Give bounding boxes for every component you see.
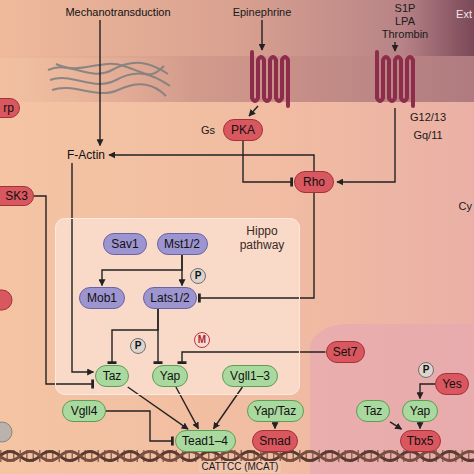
signal-box: SK3 xyxy=(0,186,34,206)
cofactor-box: Yap xyxy=(402,400,438,422)
extracellular-region xyxy=(0,0,474,58)
node-label: M xyxy=(198,335,206,345)
node-label: Tbx5 xyxy=(407,435,434,447)
phospho-circle: P xyxy=(130,338,146,354)
node-label: Mst1/2 xyxy=(164,238,200,250)
node-label: Lats1/2 xyxy=(150,292,189,304)
dna-strand xyxy=(0,452,474,461)
kinase-box: Mob1 xyxy=(79,287,125,309)
node-label: Rho xyxy=(303,176,325,188)
node-label: Mechanotransduction xyxy=(65,7,170,18)
phospho-circle: P xyxy=(190,268,206,284)
kinase-box: Mst1/2 xyxy=(157,233,208,255)
g-protein-label: Gs xyxy=(201,125,215,136)
connector xyxy=(106,411,173,441)
cofactor-box: Vgll4 xyxy=(62,400,106,422)
actin-fibers xyxy=(48,63,170,96)
cofactor-box: Taz xyxy=(95,365,129,387)
node-label: P xyxy=(423,365,430,375)
connector xyxy=(274,422,275,429)
node-label: Taz xyxy=(364,405,383,417)
connector xyxy=(157,309,158,364)
node-label: PKA xyxy=(231,124,255,136)
connector xyxy=(199,193,315,298)
node-label: F-Actin xyxy=(67,149,105,161)
node-label: Vgll1–3 xyxy=(230,370,270,382)
signal-box: PKA xyxy=(223,119,263,141)
node-label: Set7 xyxy=(333,346,358,358)
cofactor-box: Yap/Taz xyxy=(247,400,304,422)
connector xyxy=(243,141,293,182)
component-text: F-Actin xyxy=(65,147,108,163)
ligand-label: LPA xyxy=(395,16,415,27)
cofactor-box: Taz xyxy=(356,400,390,422)
transcription-factor-box: Tbx5 xyxy=(400,430,441,452)
dna-motif-label: CATTCC (MCAT) xyxy=(199,461,282,473)
signal-box: Yes xyxy=(435,373,469,395)
cofactor-box: Yap xyxy=(152,365,188,387)
transcription-factor-box: Tead1–4 xyxy=(175,430,236,452)
methyl-circle: M xyxy=(194,332,210,348)
node-label: Smad xyxy=(259,435,290,447)
node-label: Yap/Taz xyxy=(254,405,296,417)
cofactor-box: Vgll1–3 xyxy=(222,365,278,387)
offpage-box xyxy=(0,290,12,310)
signal-box: Rho xyxy=(294,171,334,193)
node-label: Vgll4 xyxy=(71,405,98,417)
connector xyxy=(112,309,158,364)
connector xyxy=(176,387,198,429)
connector xyxy=(419,422,420,429)
kinase-box: Sav1 xyxy=(103,233,147,255)
receptor-symbol xyxy=(252,52,288,106)
connector xyxy=(182,352,326,364)
node-label: Yap xyxy=(160,370,180,382)
signal-box: Set7 xyxy=(326,341,365,363)
region-label: Ext xyxy=(456,9,472,20)
transcription-factor-box: Smad xyxy=(252,430,298,452)
phospho-circle: P xyxy=(418,362,434,378)
node-label: Tead1–4 xyxy=(182,435,228,447)
node-label: Hippo pathway xyxy=(233,225,291,253)
pathway-region: Hippo pathwaySav1Mst1/2PMob1Lats1/2PMTaz… xyxy=(55,218,300,395)
node-label: P xyxy=(135,341,142,351)
region-label: Cy xyxy=(459,201,472,212)
stimulus-text: Mechanotransduction xyxy=(63,4,173,20)
ligand-label: Thrombin xyxy=(382,29,428,40)
ligand-label: S1P xyxy=(395,3,416,14)
node-label: P xyxy=(195,271,202,281)
signal-box: rp xyxy=(0,98,20,118)
connector xyxy=(181,255,182,286)
dna-strand xyxy=(0,452,474,461)
connector xyxy=(99,20,100,146)
offpage-circle xyxy=(0,422,12,442)
node-label: Yes xyxy=(442,378,462,390)
connector xyxy=(109,155,314,171)
kinase-box: Lats1/2 xyxy=(143,287,197,309)
node-label: SK3 xyxy=(5,190,28,202)
receptor-symbol xyxy=(377,52,413,106)
g-protein-label: Gq/11 xyxy=(413,130,442,141)
connector xyxy=(213,387,242,429)
hippo-region-fill xyxy=(55,218,300,395)
node-label: Sav1 xyxy=(111,238,138,250)
node-label: Mob1 xyxy=(87,292,117,304)
connector xyxy=(102,255,182,286)
connector xyxy=(420,384,435,399)
leader-arrows xyxy=(249,20,395,182)
connector xyxy=(390,422,402,429)
node-label: Taz xyxy=(103,370,122,382)
node-label: rp xyxy=(3,102,14,114)
ligand-label: Epinephrine xyxy=(233,7,292,18)
connector xyxy=(72,163,94,372)
g-protein-label: G12/13 xyxy=(410,112,446,123)
node-label: Yap xyxy=(410,405,430,417)
